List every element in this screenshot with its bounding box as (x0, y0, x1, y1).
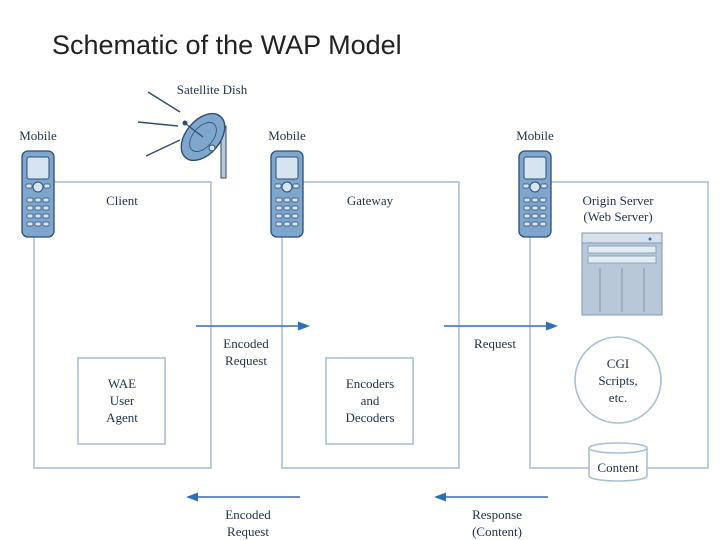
cgi-label-line-1: CGI (607, 356, 629, 371)
encoded-request-top-line-1: Encoded (223, 336, 269, 351)
encoded-request-bottom-line-1: Encoded (225, 507, 271, 522)
cgi-scripts-circle (574, 336, 662, 424)
mobile-label-2: Mobile (268, 128, 306, 143)
origin-server-label-line-2: (Web Server) (583, 209, 652, 224)
satellite-dish-label: Satellite Dish (177, 82, 248, 97)
gateway-label: Gateway (347, 193, 394, 208)
wae-label-line-3: Agent (106, 410, 138, 425)
request-arrowhead (546, 321, 558, 331)
encoded-request-arrowhead-bottom (186, 492, 198, 502)
encoders-label-line-1: Encoders (346, 376, 394, 391)
satellite-dish-icon (137, 91, 227, 179)
mobile-label-1: Mobile (19, 128, 57, 143)
mobile-phone-icon-2 (270, 150, 304, 238)
wae-label-line-2: User (110, 393, 135, 408)
encoded-request-top-line-2: Request (225, 353, 267, 368)
wae-label-line-1: WAE (108, 376, 136, 391)
cgi-label-line-3: etc. (609, 390, 627, 405)
mobile-phone-icon-3 (518, 150, 552, 238)
encoders-label-line-2: and (361, 393, 380, 408)
request-label: Request (474, 336, 516, 351)
cgi-label-line-2: Scripts, (598, 373, 637, 388)
gateway-frame (281, 181, 460, 469)
encoders-decoders-box (325, 357, 414, 445)
response-label-line-1: Response (472, 507, 522, 522)
encoders-label-line-3: Decoders (345, 410, 394, 425)
mobile-phone-icon-1 (21, 150, 55, 238)
wae-user-agent-box (77, 357, 166, 445)
client-label: Client (106, 193, 138, 208)
encoded-request-bottom-line-2: Request (227, 524, 269, 539)
page-title: Schematic of the WAP Model (52, 30, 402, 60)
client-frame (33, 181, 212, 469)
content-label: Content (597, 460, 639, 475)
response-label-line-2: (Content) (472, 524, 522, 539)
web-server-icon (581, 232, 663, 316)
response-arrowhead (434, 492, 446, 502)
encoded-request-arrowhead-top (298, 321, 310, 331)
content-database-icon (588, 442, 648, 482)
origin-server-label-line-1: Origin Server (582, 193, 654, 208)
mobile-label-3: Mobile (516, 128, 554, 143)
origin-server-frame (529, 181, 709, 469)
